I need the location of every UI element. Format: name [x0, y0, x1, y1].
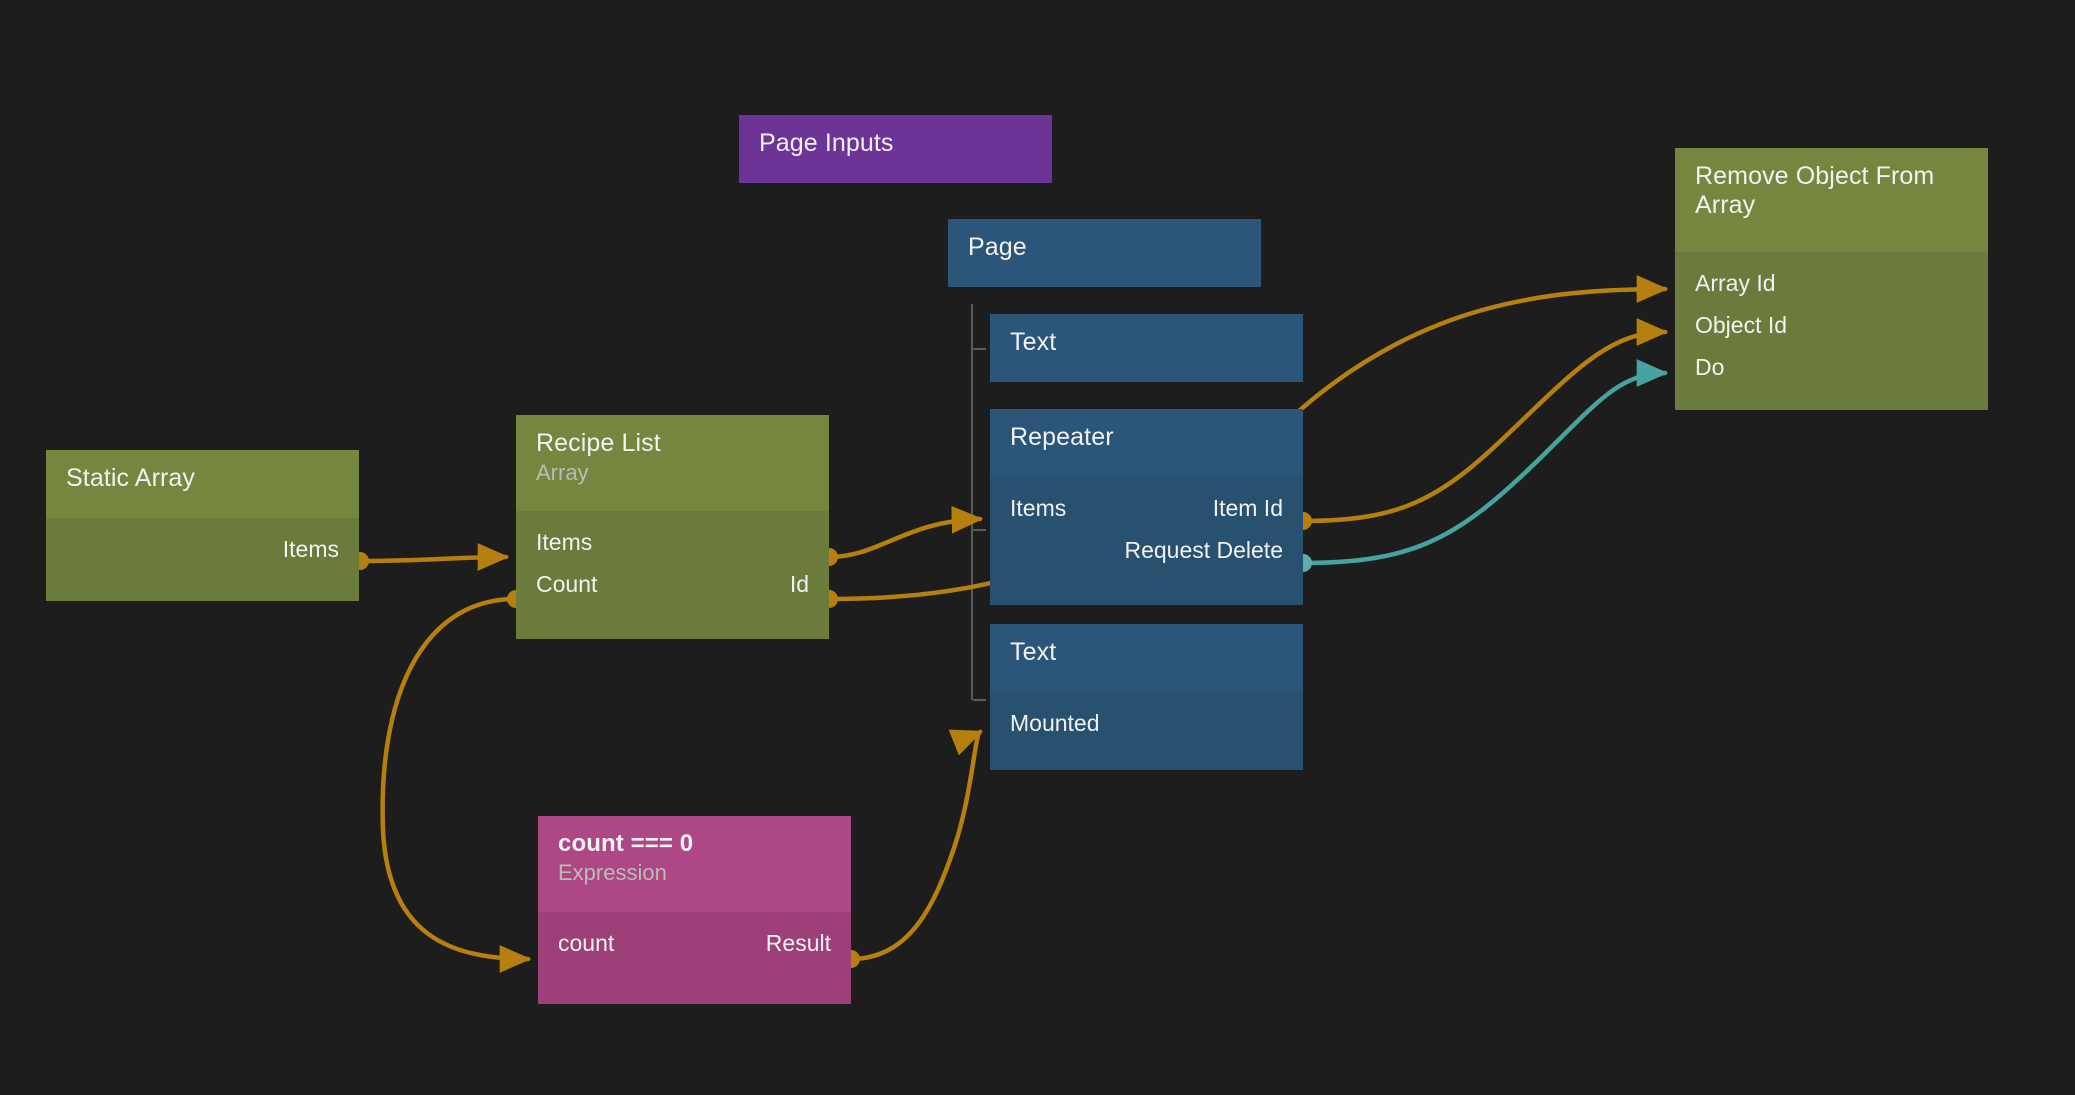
- tree-tick-repeater: [973, 529, 986, 531]
- node-subtitle: Expression: [558, 859, 667, 885]
- node-recipe-list[interactable]: Recipe List Array Items Count Id: [516, 415, 829, 639]
- node-header: Page Inputs: [739, 115, 1052, 183]
- port-label-object-id: Object Id: [1695, 311, 1788, 338]
- node-body: Items: [46, 518, 359, 601]
- node-body: count Result: [538, 912, 851, 1004]
- node-static-array[interactable]: Static Array Items: [46, 450, 359, 601]
- node-title: Page: [968, 233, 1027, 261]
- node-title: Static Array: [66, 464, 196, 492]
- wire-static-array-items-to-recipe-list-items: [357, 543, 510, 571]
- port-label-array-id: Array Id: [1695, 269, 1776, 296]
- wire-recipe-list-items-to-repeater-items: [826, 505, 984, 560]
- node-page-inputs[interactable]: Page Inputs: [739, 115, 1052, 183]
- node-header: Recipe List Array: [516, 415, 829, 511]
- port-row-items[interactable]: Items: [46, 528, 359, 570]
- port-row-mounted[interactable]: Mounted: [990, 702, 1303, 744]
- node-body: Array Id Object Id Do: [1675, 252, 1988, 410]
- node-title: Recipe List: [536, 429, 661, 457]
- node-repeater[interactable]: Repeater Items Item Id Request Delete: [990, 409, 1303, 605]
- node-text-top[interactable]: Text: [990, 314, 1303, 382]
- node-header: Text: [990, 624, 1303, 692]
- wire-recipe-list-count-to-expression-count: [380, 596, 532, 973]
- port-label-count: Count: [536, 570, 598, 597]
- node-subtitle: Array: [536, 460, 589, 485]
- node-header: Repeater: [990, 409, 1303, 477]
- wire-expression-result-to-mounted: [848, 729, 983, 962]
- port-row-items-itemid[interactable]: Items Item Id: [990, 487, 1303, 529]
- port-row-items[interactable]: Items: [516, 521, 829, 563]
- node-title: Text: [1010, 328, 1057, 356]
- node-page[interactable]: Page: [948, 219, 1261, 287]
- node-header: Page: [948, 219, 1261, 287]
- node-header: Static Array: [46, 450, 359, 518]
- port-row-count-id[interactable]: Count Id: [516, 563, 829, 605]
- node-title: Page Inputs: [759, 129, 894, 157]
- node-body: Mounted: [990, 692, 1303, 770]
- port-row-do[interactable]: Do: [1675, 346, 1988, 388]
- wire-repeater-item-id-to-object-id: [1300, 318, 1669, 524]
- node-body: Items Count Id: [516, 511, 829, 639]
- port-label-items: Items: [536, 528, 593, 555]
- node-expression[interactable]: count === 0 Expression count Result: [538, 816, 851, 1004]
- node-title: Text: [1010, 638, 1057, 666]
- port-row-object-id[interactable]: Object Id: [1675, 304, 1988, 346]
- port-label-do: Do: [1695, 353, 1725, 380]
- tree-tick-text-top: [973, 348, 986, 350]
- port-label-items: Items: [282, 535, 339, 562]
- node-text-bottom[interactable]: Text Mounted: [990, 624, 1303, 770]
- port-label-item-id: Item Id: [1212, 494, 1283, 521]
- port-row-request-delete[interactable]: Request Delete: [990, 529, 1303, 571]
- port-label-request-delete: Request Delete: [1124, 536, 1283, 563]
- tree-stem: [971, 304, 973, 700]
- port-label-count: count: [558, 929, 615, 956]
- node-title: count === 0: [558, 830, 694, 857]
- node-title: Remove Object From Array: [1695, 162, 1935, 219]
- node-header: Text: [990, 314, 1303, 382]
- node-header: Remove Object From Array: [1675, 148, 1988, 252]
- node-remove-object-from-array[interactable]: Remove Object From Array Array Id Object…: [1675, 148, 1988, 410]
- port-row-count-result[interactable]: count Result: [538, 922, 851, 964]
- node-title: Repeater: [1010, 423, 1114, 451]
- port-label-mounted: Mounted: [1010, 709, 1100, 736]
- wire-repeater-request-delete-to-do: [1300, 359, 1669, 566]
- port-label-result: Result: [765, 929, 831, 956]
- port-label-id: Id: [789, 570, 809, 597]
- port-row-array-id[interactable]: Array Id: [1675, 262, 1988, 304]
- node-body: Items Item Id Request Delete: [990, 477, 1303, 605]
- tree-tick-text-bottom: [973, 699, 986, 701]
- node-header: count === 0 Expression: [538, 816, 851, 912]
- port-label-items: Items: [1010, 494, 1067, 521]
